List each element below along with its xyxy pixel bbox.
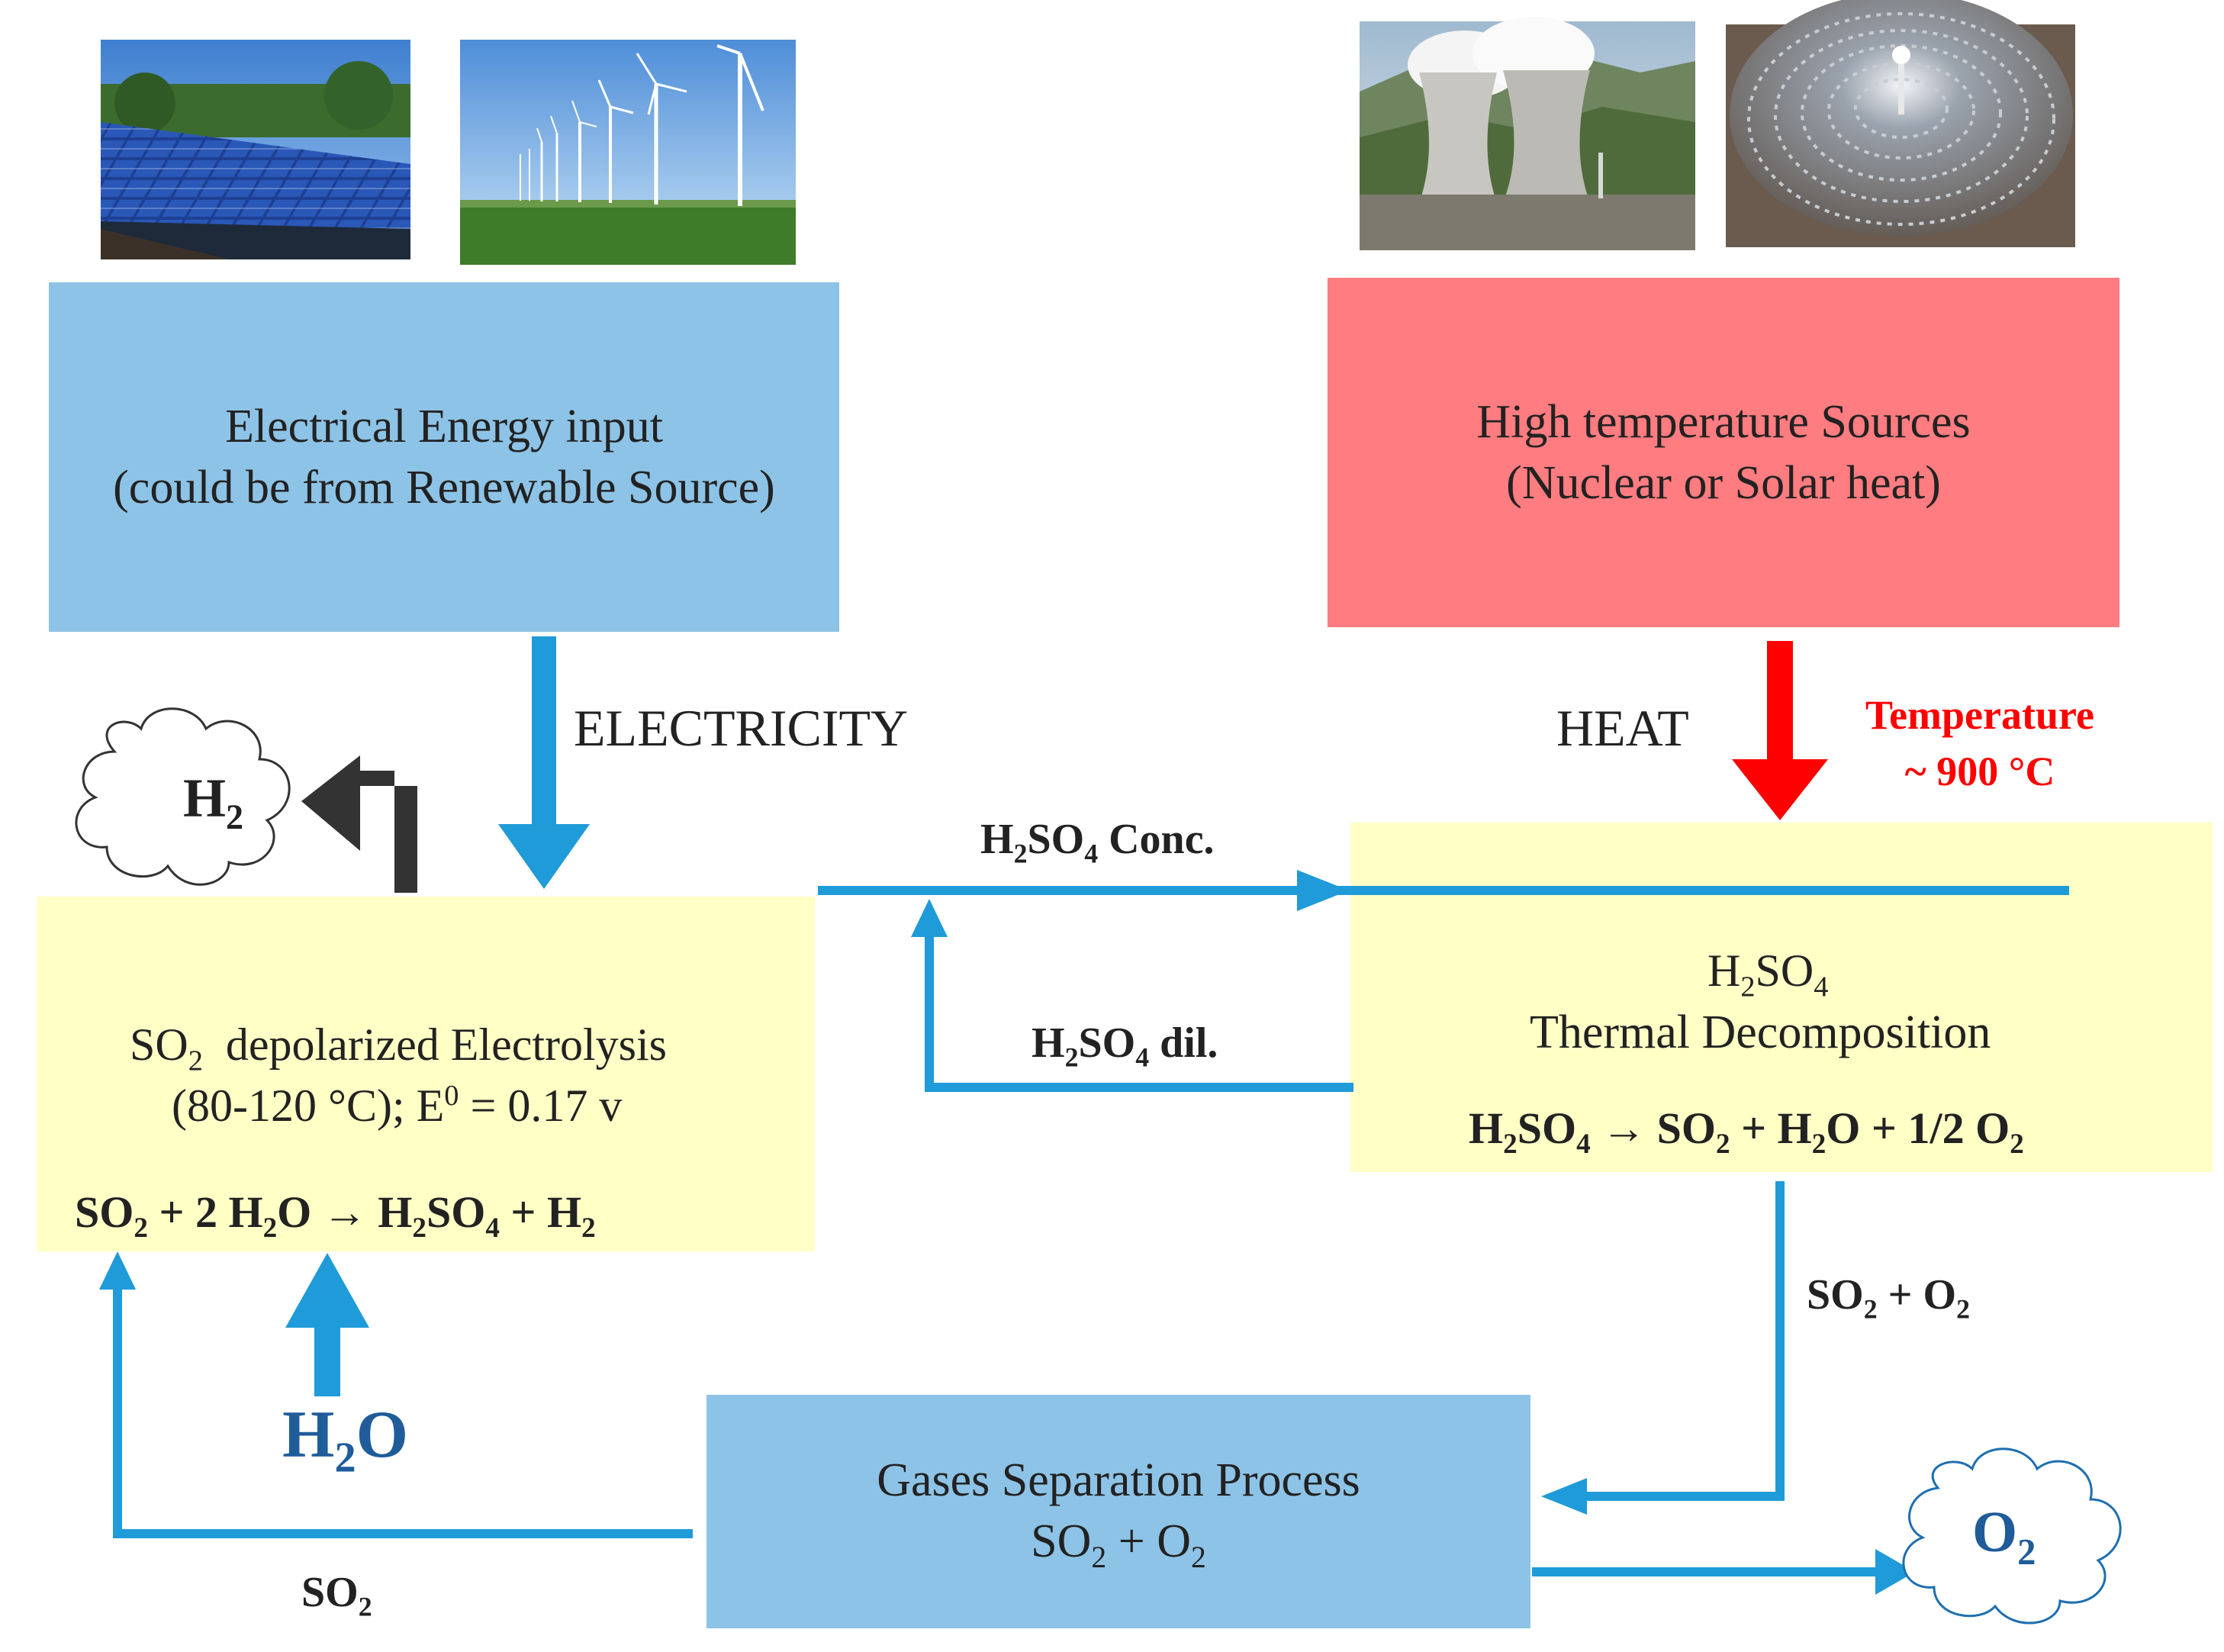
temperature-label-line1: Temperature [1865,692,2094,738]
h2so4-conc-arrow [818,870,2069,911]
electricity-label: ELECTRICITY [574,699,909,757]
electrolysis-reaction: SO2 + 2 H2O → H2SO4 + H2 [75,1187,596,1244]
separation-box [706,1395,1530,1628]
so2-o2-flow-label: SO2 + O2 [1807,1271,1971,1325]
h2so4-dil-label: H2SO4 dil. [1032,1019,1218,1073]
h2o-feed-label: H2O [282,1398,409,1482]
h2-product-label: H2 [183,768,244,837]
h2o-feed-arrow [285,1253,369,1396]
o2-cloud-icon [1902,1448,2122,1625]
o2-product-label: O2 [1972,1500,2036,1573]
electrical-energy-box: Electrical Energy input (could be from R… [49,282,839,632]
decomposition-box [1350,823,2213,1172]
solar-heliostat-photo [1726,0,2075,247]
cooling-tower-photo [1360,17,1695,250]
electricity-arrow [498,636,590,889]
high-temperature-title: High temperature Sources [1476,396,1971,448]
electrolysis-conditions: (80-120 °C); E0 = 0.17 v [172,1079,623,1131]
high-temperature-box: High temperature Sources (Nuclear or Sol… [1328,278,2119,627]
decomposition-formula: H2SO4 [1707,945,1829,1003]
heat-arrow [1732,641,1828,820]
temperature-label-line2: ~ 900 °C [1904,749,2055,794]
electrolysis-title: SO2 depolarized Electrolysis [130,1019,668,1077]
solar-panel-photo [101,40,410,259]
h2so4-dil-suffix: dil. [1149,1019,1218,1067]
electrolysis-box [37,897,815,1251]
so2-o2-flow-arrow [1541,1181,1785,1515]
h2so4-dil-arrow [911,899,1353,1092]
decomposition-reaction: H2SO4 → SO2 + H2O + 1/2 O2 [1469,1103,2024,1160]
separation-text: Gases Separation Process SO2 + O2 [706,1450,1530,1580]
h2-output-arrow [301,755,417,893]
separation-formula: SO2 + O2 [1031,1515,1206,1574]
electrical-energy-title: Electrical Energy input [225,401,663,452]
decomposition-title: Thermal Decomposition [1530,1006,1991,1058]
h2-cloud-icon [75,707,291,886]
wind-turbine-photo [460,40,796,265]
high-temperature-subtitle: (Nuclear or Solar heat) [1506,457,1941,509]
electrical-energy-subtitle: (could be from Renewable Source) [113,462,775,514]
temperature-label: Temperature ~ 900 °C [1827,687,2132,800]
separation-title: Gases Separation Process [877,1454,1360,1506]
so2-return-arrow [99,1251,693,1538]
heat-label: HEAT [1556,699,1689,757]
h2so4-conc-label: H2SO4 Conc. [980,816,1215,869]
so2-return-label: SO2 [301,1569,372,1622]
h2so4-conc-suffix: Conc. [1098,816,1215,863]
o2-output-arrow [1532,1549,1915,1595]
